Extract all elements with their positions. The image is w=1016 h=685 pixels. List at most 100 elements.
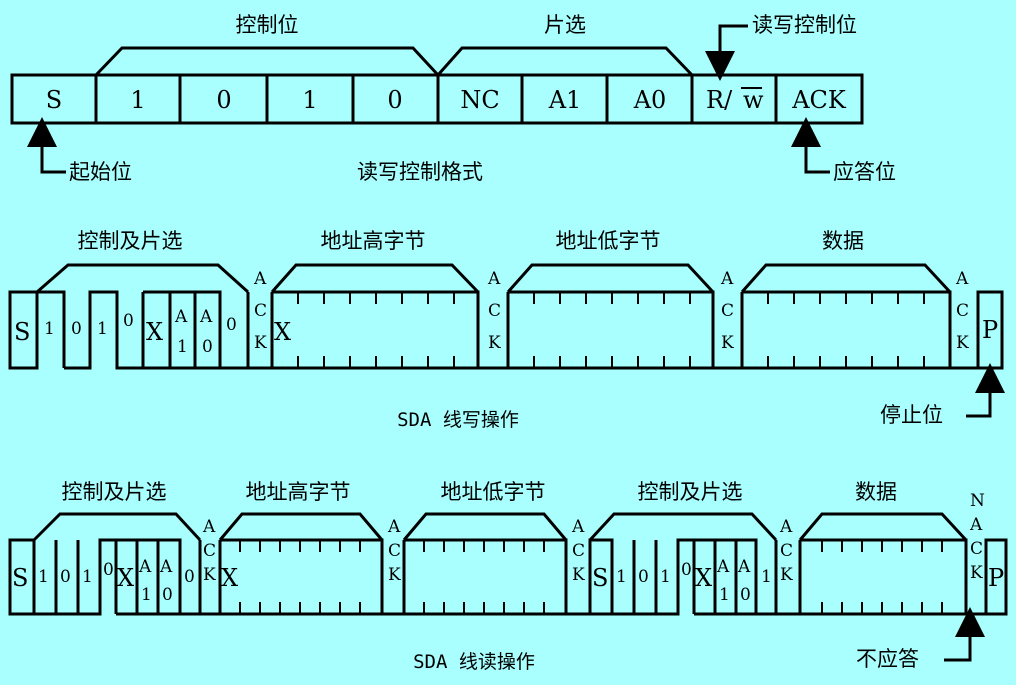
write-bit-0a: 0	[71, 319, 82, 339]
format-cell-b1: 1	[130, 86, 145, 114]
write-ack-3: A C K	[720, 269, 734, 353]
format-cell-a0: A0	[633, 86, 667, 114]
ack-k: K	[956, 333, 969, 353]
ack-c: C	[203, 541, 216, 561]
ack-k: K	[572, 565, 585, 585]
read-bit-a1-top-2: A	[716, 557, 730, 577]
format-cell-ack: ACK	[791, 86, 847, 114]
read-bracket-data	[798, 512, 968, 542]
read-bit-a0-bot: 0	[162, 585, 173, 605]
write-bit-a1-top: A	[174, 307, 188, 327]
arrow-stop	[966, 363, 1005, 418]
format-cell-w-overbar: w	[743, 86, 764, 114]
write-bit-a0-top: A	[199, 307, 213, 327]
read-bit-1a: 1	[38, 567, 49, 587]
write-label-data: 数据	[822, 229, 864, 253]
arrow-rw	[705, 24, 748, 81]
read-bit-s1: S	[12, 564, 28, 592]
nack-a: A	[969, 515, 983, 535]
read-nack: N A C K	[969, 491, 985, 583]
read-label-control-2: 控制及片选	[638, 480, 743, 504]
write-ack-2: A C K	[487, 269, 501, 353]
write-ack-4: A C K	[955, 269, 969, 353]
caption-read: SDA 线读操作	[413, 651, 535, 673]
format-cell-b3: 1	[302, 86, 317, 114]
write-bit-0b: 0	[123, 311, 134, 331]
read-bit-1b: 1	[82, 567, 93, 587]
read-bit-0d: 0	[681, 560, 692, 580]
ack-a: A	[487, 269, 501, 289]
write-label-addr-low: 地址低字节	[556, 229, 661, 253]
format-cell-b2: 0	[216, 86, 231, 114]
write-bit-x2: X	[274, 318, 291, 346]
read-bit-a1-bot-2: 1	[719, 585, 730, 605]
read-bracket-addr-low	[402, 512, 568, 541]
read-bit-x3: X	[695, 564, 712, 592]
write-bit-1b: 1	[97, 319, 108, 339]
write-bracket-addr-high	[270, 263, 480, 294]
format-cell-a1: A1	[548, 86, 582, 114]
nack-k: K	[970, 563, 983, 583]
format-cell-rw: R/	[706, 86, 733, 114]
read-label-control-1: 控制及片选	[62, 480, 167, 504]
read-bit-1d: 1	[660, 567, 671, 587]
format-cell-b4: 0	[387, 86, 402, 114]
read-sequence: 控制及片选 地址高字节 地址低字节 控制及片选 数据	[8, 480, 1008, 673]
ack-k: K	[721, 333, 734, 353]
caption-format: 读写控制格式	[357, 160, 483, 184]
write-bit-a0-bot: 0	[202, 337, 213, 357]
read-bit-rw1: 0	[184, 567, 195, 587]
ack-a: A	[720, 269, 734, 289]
ack-c: C	[721, 301, 734, 321]
ack-k: K	[388, 565, 401, 585]
ack-a: A	[253, 269, 267, 289]
format-cell-nc: NC	[460, 86, 499, 114]
write-signal	[8, 290, 1004, 370]
read-bit-0b: 0	[103, 560, 114, 580]
write-bit-rw: 0	[226, 315, 237, 335]
ack-c: C	[488, 301, 501, 321]
read-bit-a0-top-2: A	[737, 557, 751, 577]
ack-a: A	[955, 269, 969, 289]
nack-c: C	[970, 539, 983, 559]
write-label-control: 控制及片选	[78, 229, 183, 253]
ack-c: C	[956, 301, 969, 321]
read-bit-a1-bot: 1	[141, 585, 152, 605]
read-bit-a0-bot-2: 0	[740, 585, 751, 605]
read-ack-1: A C K	[202, 517, 216, 585]
control-byte-format: S 1 0 1 0 NC A1 A0 R/ w ACK 控制位 片选 读写控制位…	[10, 13, 896, 184]
arrow-ack	[791, 117, 830, 174]
label-control-bits: 控制位	[236, 13, 299, 37]
write-label-addr-high: 地址高字节	[321, 229, 426, 253]
read-bracket-control-2	[588, 512, 778, 542]
nack-n: N	[970, 491, 985, 511]
ack-k: K	[488, 333, 501, 353]
bracket-control-bits	[94, 46, 440, 77]
read-ack-4: A C K	[779, 517, 793, 585]
write-sequence: 控制及片选 地址高字节 地址低字节 数据	[8, 229, 1005, 431]
ack-a: A	[202, 517, 216, 537]
caption-write: SDA 线写操作	[397, 409, 519, 431]
ack-a: A	[571, 517, 585, 537]
read-bit-a0-top: A	[159, 557, 173, 577]
read-bit-p: P	[988, 564, 1004, 592]
write-bracket-data	[740, 263, 952, 294]
read-bit-x2: X	[221, 564, 238, 592]
read-bit-0a: 0	[60, 567, 71, 587]
write-bracket-addr-low	[506, 263, 715, 294]
ack-c: C	[572, 541, 585, 561]
format-cell-s: S	[46, 86, 62, 114]
ack-k: K	[203, 565, 216, 585]
write-bit-x: X	[146, 318, 163, 346]
callout-start: 起始位	[69, 160, 132, 184]
read-bit-0c: 0	[638, 567, 649, 587]
callout-nack: 不应答	[856, 647, 919, 671]
ack-a: A	[779, 517, 793, 537]
arrow-start	[27, 117, 66, 174]
write-bit-a1-bot: 1	[177, 337, 188, 357]
ack-c: C	[388, 541, 401, 561]
read-bit-s2: S	[592, 564, 608, 592]
write-bit-p: P	[982, 316, 998, 344]
